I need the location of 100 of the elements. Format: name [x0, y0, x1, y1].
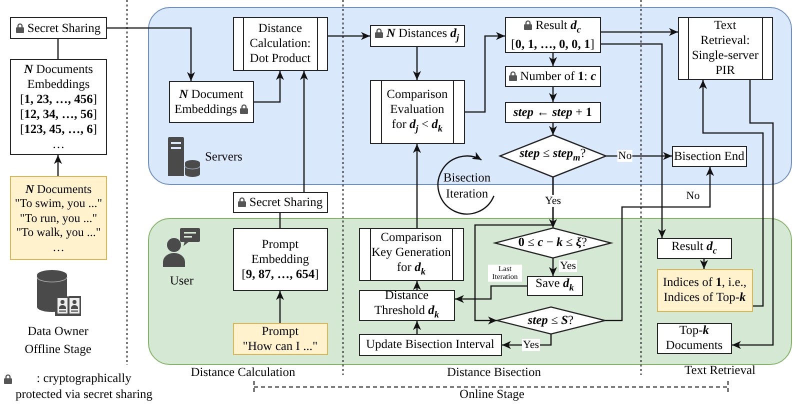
- process-box: [656, 322, 732, 354]
- node-text: Comparison Evaluation for d$_{j}$ < d$_{k}$: [386, 87, 448, 132]
- loop-label: Bisection Iteration: [442, 170, 492, 202]
- process-box: [526, 276, 583, 296]
- arrow: [254, 71, 284, 103]
- node-text: N Documents: [25, 182, 92, 196]
- process-box: [233, 192, 328, 213]
- process-box: [672, 146, 747, 167]
- process-box: [232, 228, 328, 291]
- node-text: step ← step + 1: [513, 104, 592, 119]
- stage-label: Distance Calculation: [190, 365, 296, 381]
- node-text: 0 ≤ c − k ≤ ξ?: [518, 235, 588, 250]
- subprocess-box: [232, 16, 328, 71]
- stage-label: Offline Stage: [24, 342, 92, 358]
- node-text: [9, 87, …, 654]: [242, 266, 319, 281]
- process-box: [10, 17, 107, 39]
- process-box: [504, 66, 601, 87]
- node-text: Secret Sharing: [27, 20, 101, 34]
- node-text: Top-k Documents: [666, 323, 723, 352]
- arrow: [548, 53, 558, 66]
- node-text: Indices of 1, i.e., Indices of Top-k: [662, 275, 747, 304]
- node-text: Secret Sharing: [249, 195, 323, 209]
- decision-diamond: [496, 306, 605, 334]
- edge-label: No: [685, 190, 701, 202]
- arrow: [465, 32, 505, 113]
- panel-label: Servers: [204, 149, 242, 164]
- arrow: [455, 285, 527, 304]
- process-box: [358, 290, 455, 321]
- node-text: step ≤ S?: [528, 312, 574, 327]
- node-text: [123, 45, …, 6]: [20, 122, 98, 136]
- arrow: [732, 80, 774, 350]
- process-box: [504, 102, 601, 123]
- connector-line: [57, 39, 59, 59]
- edge-label: Yes: [522, 338, 540, 352]
- node-text: Distance Calculation: Dot Product: [250, 21, 311, 66]
- process-box: [358, 334, 502, 356]
- node-text: "To run, you ...": [20, 210, 98, 225]
- edge-label: Yes: [559, 260, 577, 272]
- arrow: [548, 123, 558, 135]
- node-text: Text Retrieval: Single-server PIR: [692, 18, 759, 78]
- arrow: [548, 87, 558, 102]
- arrow: [601, 43, 666, 238]
- node-text: Number of 1: c: [520, 68, 596, 83]
- node-text: Bisection End: [674, 148, 744, 163]
- node-text: N Document Embeddings: [174, 86, 244, 116]
- arrow: [605, 167, 714, 322]
- node-text: Prompt Embedding: [251, 236, 309, 266]
- node-text: "To swim, you ...": [14, 196, 102, 210]
- node-text: "To walk, you ...": [16, 225, 101, 240]
- edge-label: No: [617, 150, 633, 162]
- process-box: [10, 59, 107, 155]
- arrow: [474, 177, 554, 325]
- node-text: Save d$_{k}$: [536, 276, 574, 290]
- subprocess-box: [370, 80, 465, 144]
- panel-label: User: [170, 273, 194, 288]
- process-box: [370, 24, 465, 47]
- arrow: [107, 27, 196, 81]
- node-text: [12, 34, …, 56]: [20, 107, 98, 121]
- server-panel: [148, 7, 792, 185]
- node-text: "How can I ...": [242, 338, 318, 353]
- arrow: [698, 80, 764, 307]
- edge-label: Yes: [544, 194, 562, 208]
- process-box: [504, 16, 601, 53]
- arrow: [412, 47, 422, 80]
- node-text: [1, 23, …, 456]: [20, 92, 98, 106]
- node-text: Distance Threshold d$_{k}$: [374, 288, 440, 318]
- connector-line: [279, 213, 281, 228]
- stage-label: Distance Bisection: [446, 365, 542, 381]
- node-text: Update Bisection Interval: [366, 337, 494, 352]
- node-text: N Distances d$_{j}$: [386, 26, 460, 40]
- role-label: Data Owner: [28, 324, 88, 340]
- arrow: [54, 155, 62, 176]
- decision-diamond: [494, 228, 611, 258]
- arrow: [548, 258, 558, 276]
- node-text: Prompt: [262, 324, 299, 338]
- node-text: N Documents Embeddings: [24, 62, 94, 91]
- arrow: [412, 281, 422, 290]
- arrow: [412, 321, 422, 334]
- arrow: [601, 28, 678, 36]
- node-text: [0, 1, …, 0, 0, 1]: [511, 36, 594, 51]
- arrow: [700, 259, 708, 269]
- process-box: [168, 80, 254, 123]
- arrow: [300, 71, 308, 192]
- arrow: [276, 291, 284, 323]
- subprocess-box: [678, 16, 773, 80]
- stage-label: Online Stage: [460, 387, 524, 403]
- subprocess-box: [358, 228, 464, 281]
- data-box: [656, 268, 753, 312]
- arrow: [412, 144, 422, 228]
- user-panel: [148, 218, 792, 365]
- node-text: …: [52, 240, 64, 254]
- node-text: Result d$_{c}$: [535, 18, 581, 32]
- decision-diamond: [500, 134, 606, 177]
- process-box: [656, 238, 732, 259]
- node-text: Comparison Key Generation for d$_{k}$: [371, 230, 451, 274]
- node-text: …: [52, 137, 65, 151]
- data-box: [10, 176, 107, 260]
- node-text: Result d$_{c}$: [671, 238, 717, 253]
- data-box: [232, 322, 328, 355]
- legend-text: : cryptographically protected via secret sharing: [14, 371, 154, 402]
